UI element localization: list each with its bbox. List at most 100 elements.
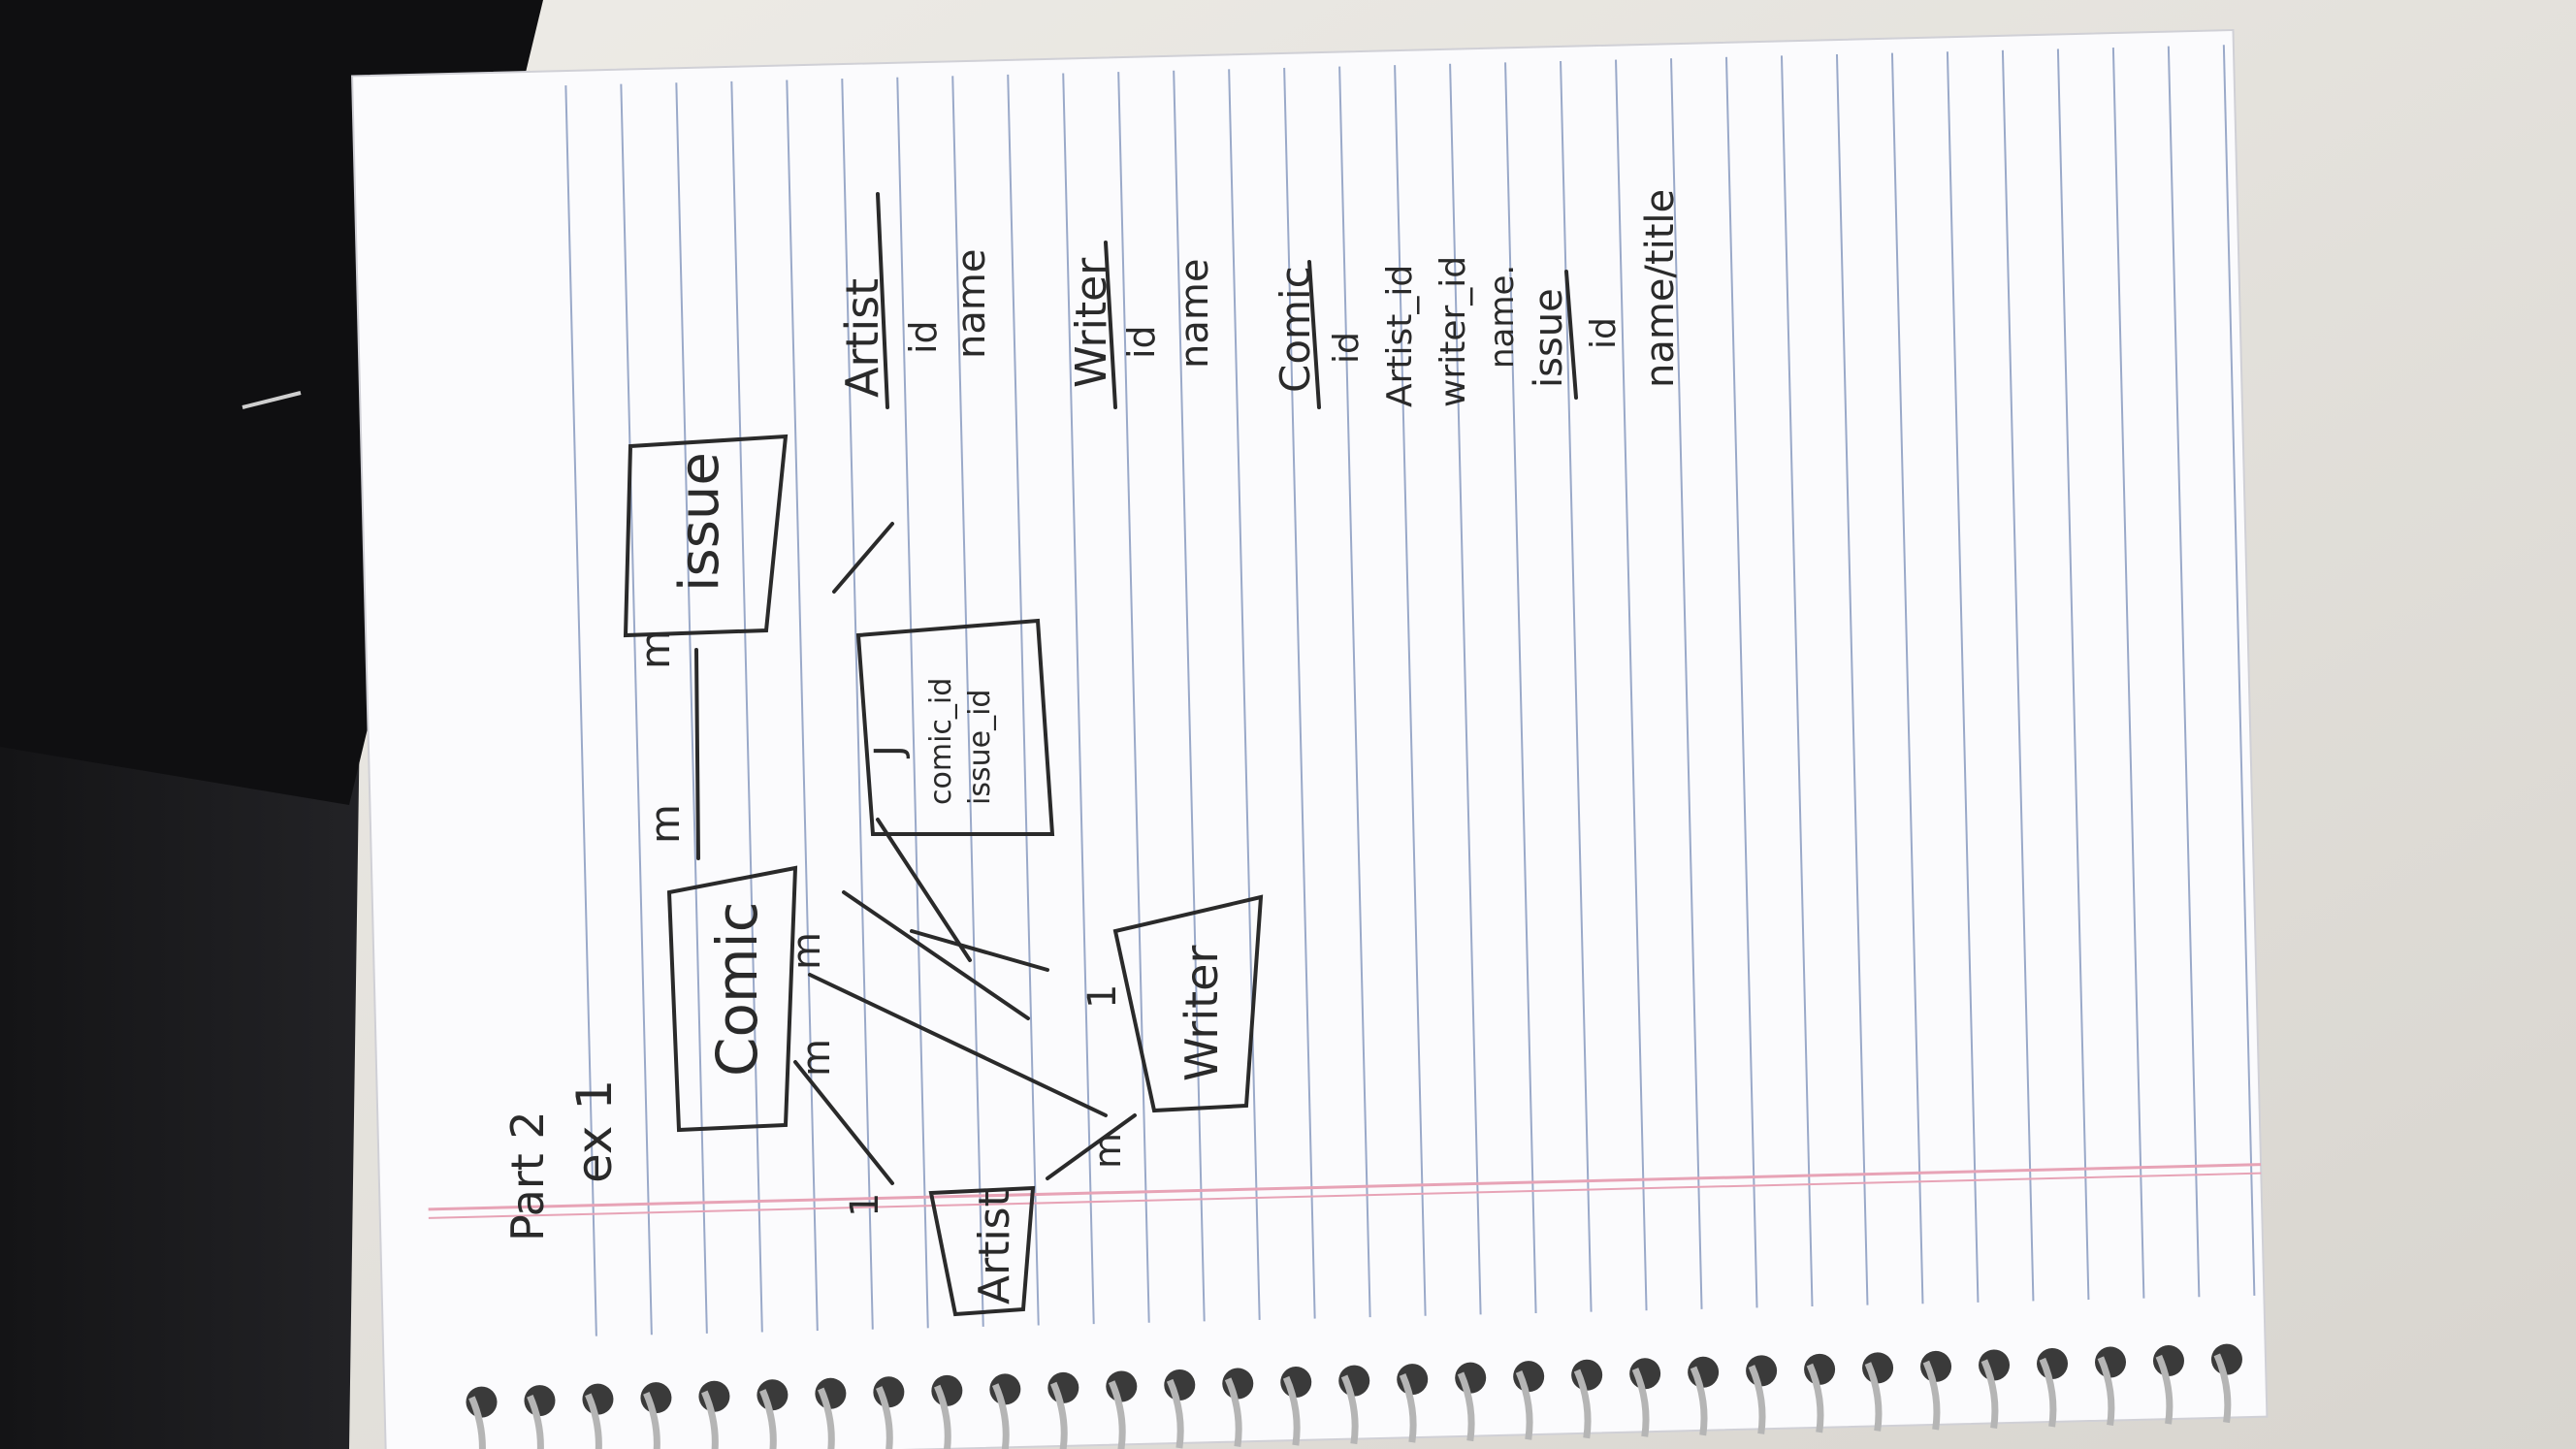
ruled-line [1449,63,1482,1315]
comic-issue-line [694,648,700,860]
issue-box [623,434,789,638]
schema-artist: Artist id name [836,192,994,409]
spiral-ring [2213,1353,2232,1424]
margin-line [428,1163,2262,1211]
ruled-line [1670,58,1703,1309]
schema-issue-field-id: id [1584,317,1624,349]
exercise-label: ex 1 [566,1079,623,1183]
ruled-line [1504,62,1537,1314]
spiral-ring [1108,1380,1126,1449]
spiral-ring [1922,1360,1941,1431]
spiral-ring [643,1392,660,1449]
ruled-line [1946,51,1980,1303]
spiral-ring [1515,1370,1533,1440]
schema-writer: Writer id name [1067,241,1217,409]
schema-artist-title: Artist [836,278,888,398]
junction-box [855,618,1055,836]
schema-artist-field-name: name [950,249,994,359]
junction-line1: comic_id [924,678,958,805]
spiral-ring [2155,1354,2174,1425]
spiral-ring [527,1394,544,1449]
card-comic-issue-left: m [641,804,689,844]
artist-writer-line [1046,1113,1137,1180]
ruled-line [1338,66,1371,1318]
artist-label: Artist [970,1190,1019,1304]
ruled-line [841,79,874,1330]
spiral-ring [468,1396,486,1449]
spiral-ring [2097,1356,2115,1427]
comic-box [666,865,798,1133]
ruled-line [951,76,984,1327]
spiral-ring [1573,1368,1592,1439]
writer-box [1112,894,1264,1113]
junction-mark: J [867,745,912,759]
schema-artist-field-id: id [902,320,945,354]
ruled-line [1615,59,1648,1311]
card-comic-issue-right: m [631,629,679,669]
ruled-line [2056,48,2090,1301]
ruled-line [2167,46,2201,1298]
spiral-ring [1980,1359,1999,1429]
card-artist-side: 1 [843,1193,887,1217]
spiral-ring [1690,1366,1708,1436]
schema-comic-field-writer-id: writer_id [1433,256,1473,407]
ruled-line [1725,56,1758,1308]
issue-label: issue [668,452,731,592]
spiral-ring [1224,1377,1242,1448]
ruled-line [1007,74,1040,1326]
ruled-line [2222,45,2256,1296]
schema-issue-title: issue [1527,288,1571,388]
comic-label: Comic [704,902,770,1078]
schema-comic-field-artist-id: Artist_id [1380,265,1420,407]
comic-artist-line [793,1060,894,1185]
spiral-ring [1748,1365,1766,1434]
ruled-line [730,80,763,1333]
ruled-line [1890,52,1924,1304]
notebook-page [351,28,2269,1449]
spiral-ring [1631,1368,1650,1437]
schema-writer-field-name: name [1173,259,1217,369]
spiral-ring [1282,1375,1301,1446]
comic-writer-line [808,973,1108,1117]
spiral-ring [759,1389,777,1449]
spiral-ring [585,1393,602,1449]
spiral-ring [1049,1381,1068,1449]
spiral-ring [1340,1374,1359,1445]
ruled-line [2001,49,2035,1302]
ruled-line [1228,69,1261,1320]
spiral-ring [818,1387,835,1449]
spiral-ring [1806,1363,1824,1433]
spiral-ring [1864,1362,1883,1432]
part-label: Part 2 [501,1111,554,1241]
ruled-line [1117,72,1150,1323]
ruled-line [1062,73,1095,1325]
ruled-line [786,80,819,1332]
ruled-line [1835,53,1869,1305]
spiral-ring [1166,1378,1184,1449]
ruled-line [1394,65,1427,1316]
ruled-line [1560,60,1593,1312]
spiral-binding [466,1343,2242,1449]
artist-box [928,1185,1036,1317]
card-comic-artist: m [794,1039,839,1077]
schema-issue-field-name-title: name/title [1638,189,1683,388]
schema-comic-field-name: name. [1483,265,1522,369]
spiral-ring [991,1383,1010,1449]
ruled-line [1173,70,1206,1322]
junction-line2: issue_id [963,690,997,805]
spiral-ring [2039,1357,2057,1428]
writer-label: Writer [1175,946,1228,1081]
schema-comic: Comic id Artist_id writer_id name. [1272,256,1522,409]
spiral-ring [701,1390,719,1449]
ruled-lines [564,45,2256,1336]
ruled-line [2111,48,2145,1299]
ruled-line [564,85,597,1336]
card-writer-side: 1 [1080,984,1125,1009]
ruled-line [1780,55,1814,1307]
handwriting-layer: Part 2 ex 1 Comic issue m m comic_id iss… [501,189,1683,1317]
schema-writer-field-id: id [1120,325,1163,359]
ruled-line [620,83,653,1336]
spiral-ring [934,1384,951,1449]
spiral-ring [1399,1372,1417,1443]
